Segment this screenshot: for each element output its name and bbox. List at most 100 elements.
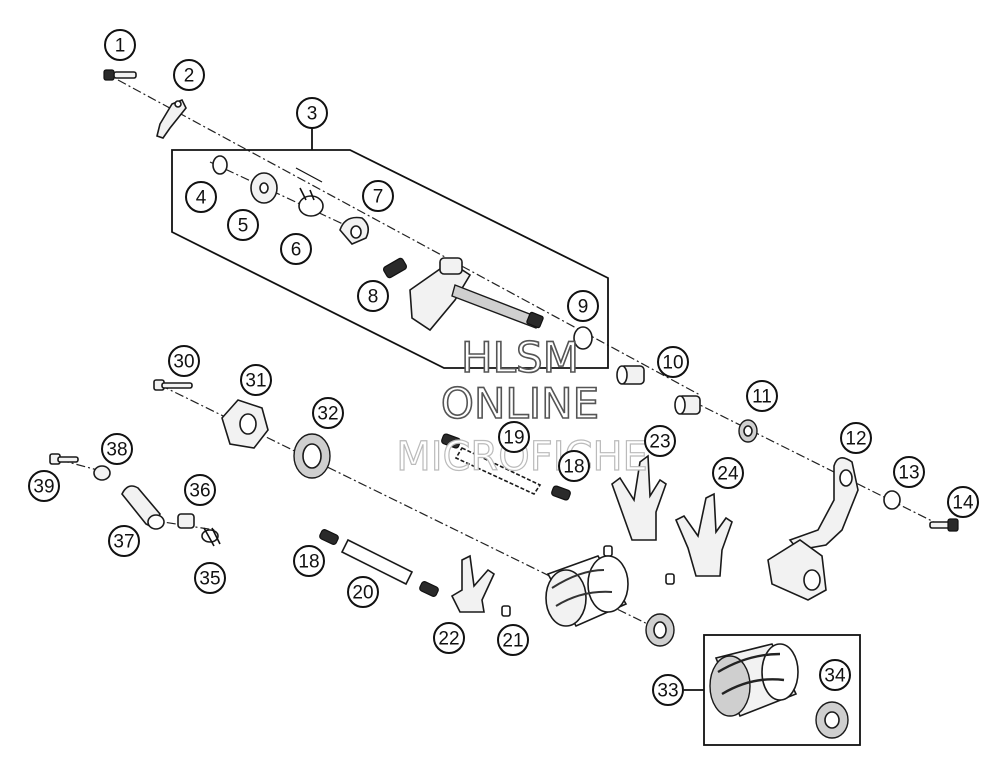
svg-text:35: 35 (199, 569, 220, 590)
svg-text:3: 3 (307, 104, 318, 125)
part-23-pin (603, 545, 613, 557)
svg-text:34: 34 (824, 666, 846, 687)
callout-32: 32 (312, 397, 344, 429)
svg-text:32: 32 (317, 404, 338, 425)
part-2-lever (156, 98, 187, 139)
callout-19: 19 (498, 421, 530, 453)
part-33-shift-drum (709, 643, 799, 718)
svg-text:9: 9 (578, 297, 589, 318)
callout-37: 37 (108, 525, 140, 557)
svg-text:30: 30 (173, 352, 194, 373)
svg-text:1: 1 (115, 36, 126, 57)
part-35-spring (201, 527, 221, 547)
part-34-bearing (815, 701, 849, 739)
svg-text:23: 23 (649, 432, 670, 453)
part-10-bushing (616, 365, 701, 415)
part-6-spring (298, 187, 324, 217)
part-39-bolt (49, 453, 79, 465)
callout-8: 8 (357, 280, 389, 312)
svg-text:6: 6 (291, 240, 302, 261)
callout-24: 24 (712, 457, 744, 489)
watermark: HLSM ONLINE MICROFICHE (396, 332, 649, 480)
watermark-line-1: HLSM (461, 333, 579, 382)
shift-shaft-assembly-box (171, 149, 609, 369)
part-31-shift-star (221, 399, 269, 449)
callout-18-upper: 18 (558, 450, 590, 482)
part-24-shift-fork (674, 492, 733, 577)
callout-5: 5 (227, 209, 259, 241)
part-1-bolt (103, 69, 137, 81)
svg-text:20: 20 (352, 583, 373, 604)
part-18-spring (419, 581, 439, 597)
callout-23: 23 (644, 425, 676, 457)
part-20-fork-shaft (340, 538, 414, 586)
part-12-shift-lever (767, 457, 859, 601)
part-18-spring (441, 433, 461, 449)
callout-38: 38 (101, 433, 133, 465)
part-38-washer (93, 465, 111, 481)
part-13-washer (883, 490, 901, 510)
svg-text:33: 33 (657, 681, 678, 702)
callout-36: 36 (184, 474, 216, 506)
svg-text:24: 24 (717, 464, 739, 485)
callout-22: 22 (433, 622, 465, 654)
part-5-washer (250, 172, 278, 204)
svg-text:37: 37 (113, 532, 134, 553)
svg-text:19: 19 (503, 428, 524, 449)
part-22-shift-fork (450, 554, 496, 613)
svg-text:13: 13 (898, 463, 919, 484)
part-23-shift-fork (611, 454, 667, 541)
svg-text:2: 2 (184, 66, 195, 87)
callout-1: 1 (104, 29, 136, 61)
part-11-seal (738, 419, 758, 443)
callout-9: 9 (567, 290, 599, 322)
part-21-pin (501, 605, 511, 617)
svg-text:10: 10 (662, 353, 683, 374)
part-7-guide-plate (339, 216, 370, 245)
svg-text:31: 31 (245, 371, 266, 392)
part-19-fork-shaft (454, 446, 542, 496)
part-36-bushing (177, 513, 195, 529)
svg-text:4: 4 (196, 188, 207, 209)
part-9-washer (573, 326, 593, 350)
svg-text:36: 36 (189, 481, 210, 502)
callout-11: 11 (746, 380, 778, 412)
part-32-bearing (293, 433, 331, 479)
part-18-spring (551, 485, 571, 501)
svg-text:22: 22 (438, 629, 459, 650)
callout-21: 21 (497, 624, 529, 656)
callout-3: 3 (296, 97, 328, 129)
svg-text:14: 14 (952, 493, 974, 514)
callout-35: 35 (194, 562, 226, 594)
part-30-bolt (153, 379, 193, 391)
callout-7: 7 (362, 180, 394, 212)
callout-13: 13 (893, 456, 925, 488)
callout-30: 30 (168, 345, 200, 377)
svg-text:18: 18 (563, 457, 584, 478)
callout-20: 20 (347, 576, 379, 608)
svg-text:5: 5 (238, 216, 249, 237)
svg-text:38: 38 (106, 440, 127, 461)
shift-shaft (409, 257, 544, 332)
svg-text:21: 21 (502, 631, 523, 652)
callout-14: 14 (947, 486, 979, 518)
svg-text:11: 11 (752, 387, 772, 408)
part-37-detent-lever (121, 485, 165, 530)
callout-12: 12 (840, 422, 872, 454)
callout-18-lower: 18 (293, 545, 325, 577)
part-14-bolt (929, 518, 959, 532)
part-4-circlip (212, 155, 228, 175)
callout-31: 31 (240, 364, 272, 396)
callout-4: 4 (185, 181, 217, 213)
shift-drum (545, 555, 675, 647)
svg-text:8: 8 (368, 287, 379, 308)
callout-39: 39 (28, 470, 60, 502)
callout-6: 6 (280, 233, 312, 265)
part-8-spring (382, 257, 408, 279)
callout-10: 10 (657, 346, 689, 378)
callout-34: 34 (819, 659, 851, 691)
callout-33: 33 (652, 674, 684, 706)
svg-text:18: 18 (298, 552, 319, 573)
watermark-line-2: ONLINE (441, 379, 599, 428)
